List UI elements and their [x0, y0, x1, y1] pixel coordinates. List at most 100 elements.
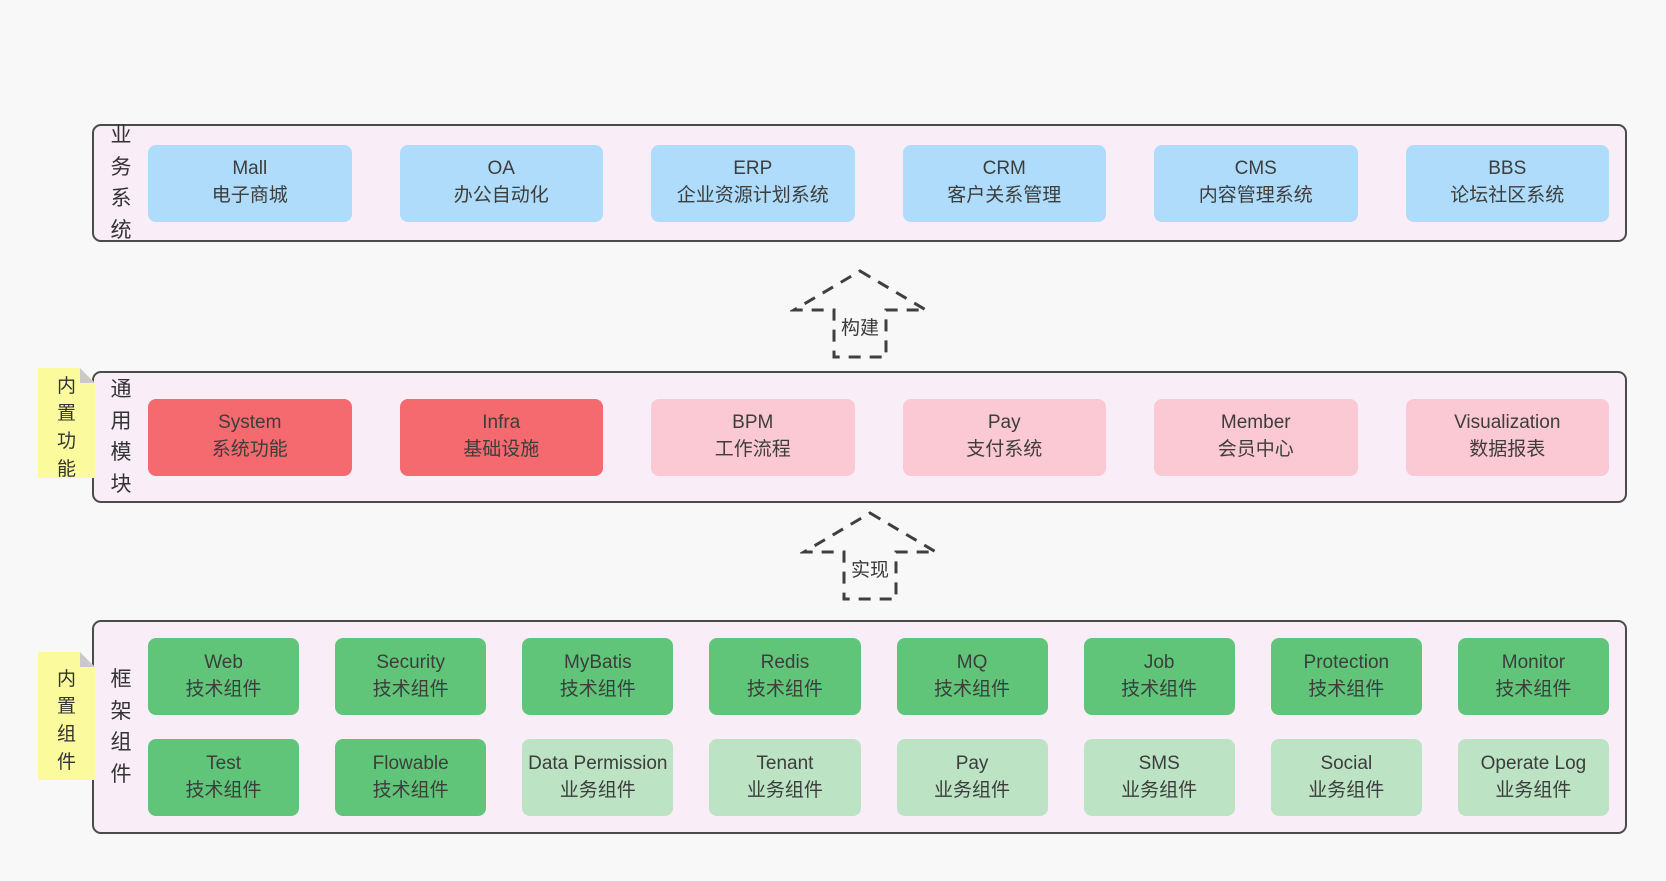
box-visualization: Visualization 数据报表: [1405, 398, 1609, 476]
box-pay-module: Pay 支付系统: [902, 398, 1106, 476]
layer-boxes: Web 技术组件 Security 技术组件 MyBatis 技术组件 Redi…: [148, 638, 1625, 816]
sticky-note-text: 内置功能: [56, 375, 76, 480]
box-mq: MQ 技术组件: [896, 638, 1048, 715]
box-bbs: BBS 论坛社区系统: [1405, 144, 1609, 222]
box-row: Web 技术组件 Security 技术组件 MyBatis 技术组件 Redi…: [148, 638, 1609, 715]
box-subtitle: 办公自动化: [453, 185, 549, 206]
box-title: Social: [1320, 752, 1373, 774]
box-subtitle: 技术组件: [746, 678, 823, 700]
box-subtitle: 技术组件: [934, 678, 1011, 700]
arrow-label: 实现: [846, 554, 894, 583]
box-pay-component: Pay 业务组件: [896, 739, 1048, 816]
box-subtitle: 支付系统: [966, 439, 1043, 460]
box-title: Mall: [232, 158, 268, 180]
box-row: Mall 电子商城 OA 办公自动化 ERP 企业资源计划系统 CRM 客户关系…: [148, 144, 1609, 222]
box-infra: Infra 基础设施: [399, 398, 603, 476]
box-title: CMS: [1234, 158, 1277, 180]
box-subtitle: 业务组件: [559, 779, 636, 801]
layer-side-label: 框架组件: [94, 664, 148, 790]
sticky-note-text: 内置组件: [56, 668, 76, 773]
box-subtitle: 企业资源计划系统: [676, 185, 829, 206]
box-subtitle: 业务组件: [934, 779, 1011, 801]
box-subtitle: 技术组件: [1308, 678, 1385, 700]
box-subtitle: 技术组件: [1495, 678, 1572, 700]
layer-boxes: System 系统功能 Infra 基础设施 BPM 工作流程 Pay 支付系统…: [148, 398, 1625, 476]
box-subtitle: 业务组件: [1308, 779, 1385, 801]
box-title: Test: [206, 752, 241, 774]
box-bpm: BPM 工作流程: [651, 398, 855, 476]
box-title: Job: [1143, 651, 1175, 673]
box-protection: Protection 技术组件: [1270, 638, 1422, 715]
arrow-implement: 实现: [800, 510, 940, 602]
box-title: Tenant: [756, 752, 814, 774]
box-title: SMS: [1138, 752, 1180, 774]
box-crm: CRM 客户关系管理: [902, 144, 1106, 222]
box-title: MQ: [956, 651, 988, 673]
box-job: Job 技术组件: [1083, 638, 1235, 715]
box-security: Security 技术组件: [335, 638, 487, 715]
box-subtitle: 技术组件: [372, 779, 449, 801]
arrow-build: 构建: [790, 268, 930, 360]
sticky-note-builtin-features: 内置功能: [38, 368, 95, 478]
sticky-note-builtin-components: 内置组件: [38, 652, 95, 780]
box-subtitle: 技术组件: [1121, 678, 1198, 700]
box-subtitle: 会员中心: [1217, 439, 1294, 460]
box-subtitle: 论坛社区系统: [1450, 185, 1565, 206]
box-data-permission: Data Permission 业务组件: [522, 739, 674, 816]
box-title: Pay: [955, 752, 989, 774]
box-title: Redis: [760, 651, 810, 673]
layer-side-label-text: 业务系统: [110, 124, 132, 242]
box-subtitle: 系统功能: [211, 439, 288, 460]
box-title: ERP: [733, 158, 773, 180]
box-subtitle: 内容管理系统: [1198, 185, 1313, 206]
layer-framework-components: 框架组件 Web 技术组件 Security 技术组件 MyBatis 技术组件…: [92, 620, 1627, 834]
layer-boxes: Mall 电子商城 OA 办公自动化 ERP 企业资源计划系统 CRM 客户关系…: [148, 144, 1625, 222]
box-subtitle: 技术组件: [185, 678, 262, 700]
box-title: Flowable: [372, 752, 449, 774]
box-title: CRM: [982, 158, 1026, 180]
box-oa: OA 办公自动化: [399, 144, 603, 222]
box-title: OA: [487, 158, 515, 180]
box-test: Test 技术组件: [148, 739, 300, 816]
box-subtitle: 技术组件: [372, 678, 449, 700]
box-mall: Mall 电子商城: [148, 144, 352, 222]
box-subtitle: 业务组件: [746, 779, 823, 801]
layer-side-label: 通用模块: [94, 374, 148, 500]
box-title: BPM: [732, 412, 774, 434]
box-flowable: Flowable 技术组件: [335, 739, 487, 816]
box-mybatis: MyBatis 技术组件: [522, 638, 674, 715]
box-subtitle: 业务组件: [1495, 779, 1572, 801]
box-monitor: Monitor 技术组件: [1457, 638, 1609, 715]
box-web: Web 技术组件: [148, 638, 300, 715]
box-title: System: [218, 412, 282, 434]
box-subtitle: 数据报表: [1469, 439, 1546, 460]
box-title: MyBatis: [564, 651, 632, 673]
box-title: Infra: [482, 412, 521, 434]
box-erp: ERP 企业资源计划系统: [651, 144, 855, 222]
box-social: Social 业务组件: [1270, 739, 1422, 816]
box-subtitle: 客户关系管理: [947, 185, 1062, 206]
box-title: Protection: [1303, 651, 1390, 673]
box-subtitle: 技术组件: [185, 779, 262, 801]
layer-side-label-text: 通用模块: [110, 378, 132, 496]
box-subtitle: 业务组件: [1121, 779, 1198, 801]
box-member: Member 会员中心: [1154, 398, 1358, 476]
dashed-up-arrow-icon: [800, 511, 940, 601]
box-redis: Redis 技术组件: [709, 638, 861, 715]
dashed-up-arrow-icon: [790, 269, 930, 359]
box-row: System 系统功能 Infra 基础设施 BPM 工作流程 Pay 支付系统…: [148, 398, 1609, 476]
layer-common-modules: 通用模块 System 系统功能 Infra 基础设施 BPM 工作流程 Pay: [92, 371, 1627, 503]
box-title: Monitor: [1501, 651, 1566, 673]
box-title: Pay: [987, 412, 1021, 434]
layer-side-label-text: 框架组件: [110, 668, 132, 786]
layer-business-systems: 业务系统 Mall 电子商城 OA 办公自动化 ERP 企业资源计划系统 CRM: [92, 124, 1627, 242]
box-title: Security: [376, 651, 445, 673]
box-row: Test 技术组件 Flowable 技术组件 Data Permission …: [148, 739, 1609, 816]
box-sms: SMS 业务组件: [1083, 739, 1235, 816]
box-operate-log: Operate Log 业务组件: [1457, 739, 1609, 816]
box-cms: CMS 内容管理系统: [1154, 144, 1358, 222]
layer-side-label: 业务系统: [94, 120, 148, 246]
box-title: Web: [204, 651, 243, 673]
arrow-label: 构建: [836, 312, 884, 341]
